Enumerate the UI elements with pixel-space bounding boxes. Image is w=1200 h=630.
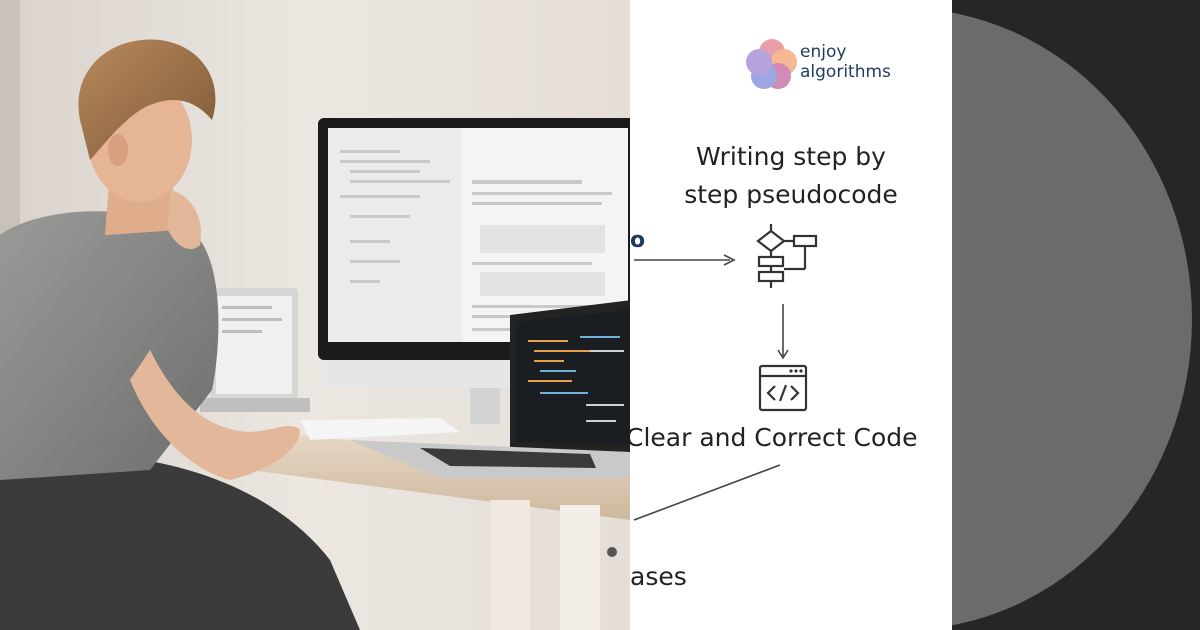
chair [0,454,360,630]
diagram-panel: enjoy algorithms Writing step by step ps… [630,0,952,630]
arrow-down-icon [777,304,789,360]
person [0,39,300,480]
small-laptop [200,288,310,412]
flowchart-icon [756,224,818,288]
dark-laptop [350,300,630,478]
papers [300,418,460,440]
enjoyalgorithms-logo-icon [742,34,802,94]
brand-line2: algorithms [800,62,891,82]
partial-bottom-label: ases [630,562,687,591]
monitor [318,118,630,424]
pseudocode-line-2: step pseudocode [684,180,898,209]
brand-wordmark: enjoy algorithms [800,42,891,82]
brand-line1: enjoy [800,42,847,62]
code-window-icon [758,364,808,412]
photo-person-at-desk [0,0,630,630]
arrow-right-icon [634,254,736,266]
partial-step-label: o [630,228,646,253]
pseudocode-line-1: Writing step by [696,142,886,171]
code-step-label: Clear and Correct Code [630,423,918,452]
desk-scene-illustration [0,0,630,630]
dark-side-panel [952,0,1200,630]
gray-circle-shape [952,8,1192,630]
diagonal-connector-line [633,464,781,521]
pseudocode-step-label: Writing step by step pseudocode [630,138,952,214]
